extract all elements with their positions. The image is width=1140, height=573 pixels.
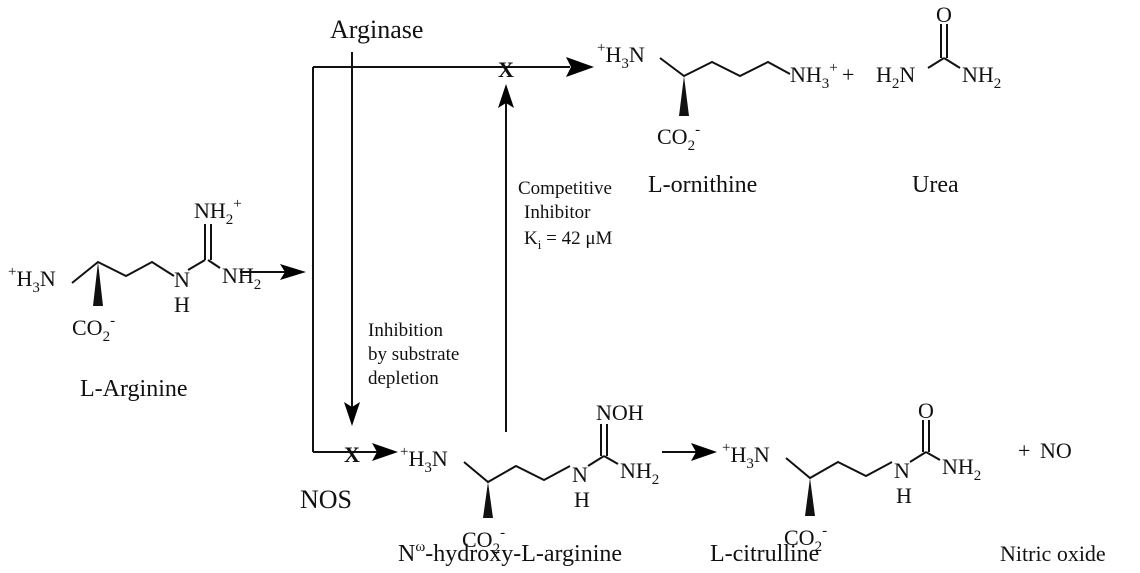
urea-n-c-bond [927,57,945,69]
arg-co2: CO2- [72,313,115,345]
noha-n-c-bond [587,455,605,467]
pathway-arrows [240,52,708,453]
urea-o: O [936,2,952,27]
noha-co2: CO2- [462,525,505,557]
cit-co2: CO2- [784,523,827,555]
depletion-line-2: by substrate [368,344,459,365]
nitric-oxide: + NO Nitric oxide [1000,438,1106,566]
no-formula: NO [1040,438,1072,463]
cit-nh: N [894,458,910,483]
arg-h3n: +H3N [8,264,56,296]
orn-wedge-bond [679,76,689,116]
plus-urea: + [842,62,854,87]
urea-name: Urea [912,172,959,198]
cit-o: O [918,398,934,423]
competitive-inhibitor-note: Competitive Inhibitor Ki = 42 μM [518,178,613,252]
arrowhead-arginase-down [344,402,360,426]
arg-nh: N [174,267,190,292]
arrowhead-to-citrulline [691,443,717,461]
competitive-line-1: Competitive [518,178,612,199]
l-citrulline-structure: +H3N CO2- N H O NH2 L-citrulline [710,398,981,567]
urea-structure: H2N O NH2 Urea [876,2,1001,198]
plus-no: + [1018,438,1030,463]
arrowhead-competitive-up [498,84,514,108]
noha-h3n: +H3N [400,444,448,476]
l-ornithine-structure: +H3N CO2- NH3+ L-ornithine [597,40,838,198]
cit-c-nh2-bond [925,451,941,461]
noha-nh2: NH2 [620,458,659,488]
noha-c-nh2-bond [603,455,619,465]
urea-c-n-bond [943,57,961,69]
competitive-line-2: Inhibitor [524,202,591,223]
arg-nh2-top: NH2+ [194,196,242,228]
l-arginine-structure: +H3N CO2- N H NH2+ NH2 L-Arginine [8,196,261,402]
cit-wedge-bond [805,478,815,516]
arginine-name: L-Arginine [80,376,188,402]
arg-nh2-side: NH2 [222,263,261,293]
urea-nh2: NH2 [962,62,1001,92]
arginase-label: Arginase [330,15,423,44]
orn-backbone [659,57,791,78]
arrowhead-to-ornithine [566,57,594,77]
nitric-oxide-name: Nitric oxide [1000,541,1106,566]
arrowhead-to-branch [280,264,306,280]
depletion-line-1: Inhibition [368,320,443,341]
arg-c-nh2-bond [207,259,221,269]
ornithine-name: L-ornithine [648,172,757,198]
arrowhead-to-noha [372,443,398,461]
orn-h3n: +H3N [597,40,645,72]
noha-nh: N [572,462,588,487]
urea-h2n: H2N [876,62,915,92]
cit-h: H [896,483,912,508]
block-mark-nos: X [344,442,360,467]
citrulline-name: L-citrulline [710,541,819,567]
noha-wedge-bond [483,482,493,518]
noha-structure: +H3N CO2- N H NOH NH2 Nω-hydroxy-L-argin… [398,400,659,567]
cit-n-c-bond [909,451,927,463]
arg-wedge-bond [93,262,103,306]
noha-backbone [463,461,571,484]
nos-label: NOS [300,485,352,514]
orn-nh3: NH3+ [790,60,838,92]
noha-noh: NOH [596,400,644,425]
cit-backbone [785,457,893,480]
cit-nh2: NH2 [942,454,981,484]
cit-h3n: +H3N [722,440,770,472]
arrow-heads [280,57,717,461]
orn-co2: CO2- [657,122,700,154]
arg-backbone [71,260,175,284]
arg-n-c-bond [187,259,206,271]
ki-value: Ki = 42 μM [524,228,613,252]
substrate-depletion-note: Inhibition by substrate depletion [368,320,459,389]
arg-h: H [174,292,190,317]
depletion-line-3: depletion [368,368,439,389]
noha-name: Nω-hydroxy-L-arginine [398,539,622,567]
block-mark-arginase: X [498,57,514,82]
noha-h: H [574,487,590,512]
